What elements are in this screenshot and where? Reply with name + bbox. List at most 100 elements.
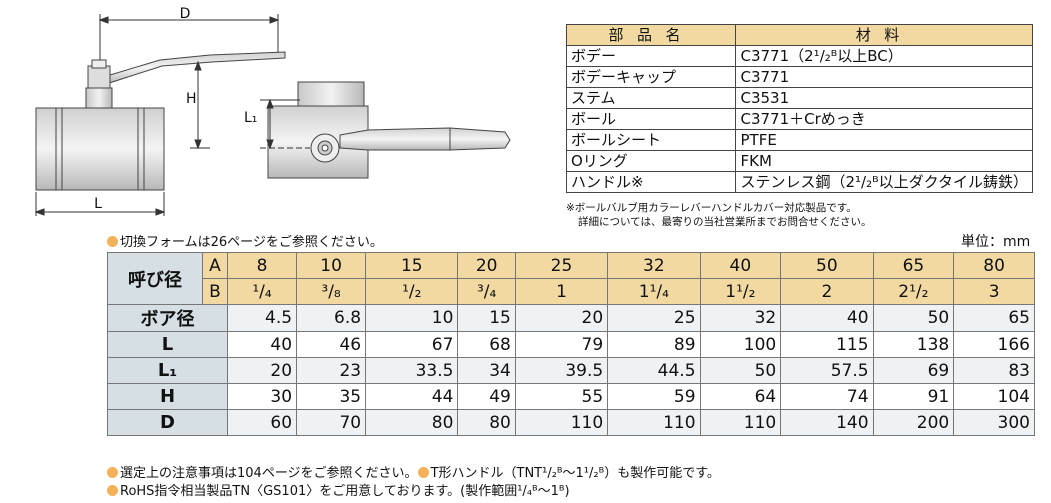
dimension-value: 49 [457, 383, 516, 410]
materials-row: ハンドル※ステンレス鋼（2¹/₂ᴮ以上ダクタイル鋳鉄） [565, 171, 1033, 193]
dimension-value: 59 [607, 383, 701, 410]
size-a: 40 [699, 252, 782, 279]
dimension-value: 15 [457, 304, 516, 332]
dimension-value: 83 [953, 357, 1035, 384]
part-name: ボールシート [565, 129, 737, 151]
dimension-value: 33.5 [365, 357, 459, 384]
dimension-value: 10 [365, 304, 459, 332]
dimension-value: 23 [296, 357, 367, 384]
part-name: ボール [565, 108, 737, 130]
dimension-value: 115 [780, 331, 874, 358]
dimension-value: 50 [699, 357, 782, 384]
dimension-value: 138 [872, 331, 955, 358]
dimension-row-label: ボア径 [107, 304, 228, 332]
dimension-value: 55 [514, 383, 609, 410]
part-name: ステム [565, 87, 737, 109]
dimension-value: 80 [457, 409, 516, 436]
size-a: 80 [953, 252, 1035, 279]
form-reference-text: 切換フォームは26ページをご参照ください。 [120, 235, 383, 250]
dimension-row-label: L₁ [107, 357, 228, 384]
dimension-value: 25 [607, 304, 701, 332]
dimension-value: 30 [226, 383, 298, 410]
size-b: 2¹/₂ [872, 278, 955, 305]
size-a: 65 [872, 252, 955, 279]
dimension-value: 35 [296, 383, 367, 410]
label-h: H [186, 91, 197, 107]
label-l1: L₁ [244, 110, 257, 126]
rohs-note: RoHS指令相当製品TN〈GS101〉をご用意しております。(製作範囲¹/₄ᴮ～… [120, 484, 570, 499]
dimension-value: 20 [226, 357, 298, 384]
part-name: ボデー [565, 45, 737, 67]
size-b: ¹/₂ [365, 278, 459, 305]
material-name: FKM [735, 150, 1033, 172]
size-a: 10 [296, 252, 367, 279]
dimension-row-label: D [107, 409, 228, 436]
size-a: 50 [780, 252, 874, 279]
bullet-icon [107, 485, 118, 496]
valve-left-body [35, 87, 165, 191]
dimension-value: 104 [953, 383, 1035, 410]
dimension-value: 60 [226, 409, 298, 436]
dimension-value: 79 [514, 331, 609, 358]
size-b: 1¹/₄ [607, 278, 701, 305]
part-name: Oリング [565, 150, 737, 172]
dimension-value: 70 [296, 409, 367, 436]
size-b: 3 [953, 278, 1035, 305]
dimension-h [190, 60, 210, 150]
valve-drawing: D H L [34, 6, 511, 216]
unit-label: 単位：mm [961, 234, 1031, 250]
dimension-value: 44 [365, 383, 459, 410]
materials-header-material: 材料 [735, 24, 1033, 46]
size-b: 1 [514, 278, 609, 305]
dimension-value: 89 [607, 331, 701, 358]
dimension-value: 32 [699, 304, 782, 332]
caution-note: 選定上の注意事項は104ページをご参照ください。 [120, 466, 418, 481]
size-a: 20 [457, 252, 516, 279]
dimension-value: 140 [780, 409, 874, 436]
dimension-value: 65 [953, 304, 1035, 332]
size-a: 8 [226, 252, 298, 279]
size-b: ³/₄ [457, 278, 516, 305]
size-a: 32 [607, 252, 701, 279]
dimension-value: 110 [699, 409, 782, 436]
dimension-row-label: L [107, 331, 228, 358]
part-name: ボデーキャップ [565, 66, 737, 88]
material-name: C3531 [735, 87, 1033, 109]
dimension-value: 200 [872, 409, 955, 436]
label-l: L [94, 196, 102, 212]
dimension-l1 [260, 98, 310, 150]
materials-note-2: 詳細については、最寄りの当社営業所までお問合せください。 [578, 216, 872, 228]
dimension-d [98, 14, 280, 70]
size-b: 1¹/₂ [699, 278, 782, 305]
dimension-value: 69 [872, 357, 955, 384]
materials-header-part: 部品名 [565, 24, 737, 46]
material-name: C3771＋Crめっき [735, 108, 1033, 130]
bottom-note-1: 選定上の注意事項は104ページをご参照ください。T形ハンドル（TNT¹/₂ᴮ～1… [107, 462, 720, 481]
valve-right-handle [339, 127, 511, 151]
size-b: ³/₈ [296, 278, 367, 305]
dimension-value: 40 [226, 331, 298, 358]
dimensions-table: 呼び径 A 8 10 15 20 25 32 40 50 65 80 B ¹/₄… [107, 252, 1035, 436]
label-d: D [180, 6, 191, 22]
dimension-value: 6.8 [296, 304, 367, 332]
dimension-value: 100 [699, 331, 782, 358]
dimension-row-label: H [107, 383, 228, 410]
dimension-value: 300 [953, 409, 1035, 436]
form-reference-note: 切換フォームは26ページをご参照ください。 [107, 231, 383, 250]
size-b: ¹/₄ [226, 278, 298, 305]
material-name: PTFE [735, 129, 1033, 151]
dimension-value: 110 [607, 409, 701, 436]
materials-note-1: ※ボールバルブ用カラーレバーハンドルカバー対応製品です。 [566, 202, 857, 214]
dimension-value: 50 [872, 304, 955, 332]
dimension-value: 44.5 [607, 357, 701, 384]
dimension-value: 166 [953, 331, 1035, 358]
